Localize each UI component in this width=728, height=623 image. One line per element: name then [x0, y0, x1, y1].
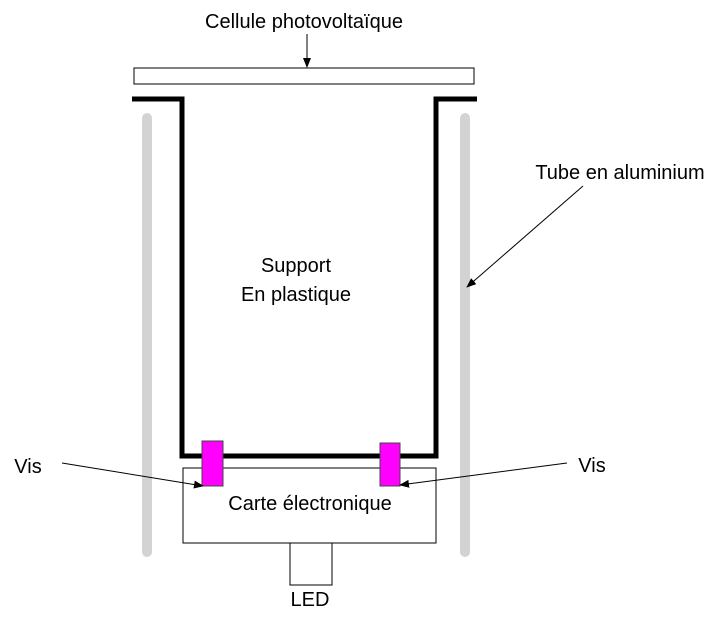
screw-left-label: Vis	[14, 456, 41, 478]
solar-cell	[133, 67, 475, 85]
led-label: LED	[291, 589, 330, 611]
tube-label: Tube en aluminium	[535, 162, 704, 184]
support-label-line2: En plastique	[241, 284, 351, 306]
screw-left-arrow	[61, 462, 204, 489]
screw-right-label: Vis	[578, 455, 605, 477]
solar-cell-label: Cellule photovoltaïque	[205, 11, 403, 33]
tube-arrow	[466, 185, 584, 288]
plastic-support	[132, 96, 477, 459]
screw-right	[379, 442, 401, 487]
screw-left	[201, 440, 224, 487]
screw-right-arrow	[399, 462, 568, 488]
led	[289, 542, 333, 586]
electronic-board-label: Carte électronique	[228, 493, 391, 515]
support-label-line1: Support	[261, 255, 331, 277]
